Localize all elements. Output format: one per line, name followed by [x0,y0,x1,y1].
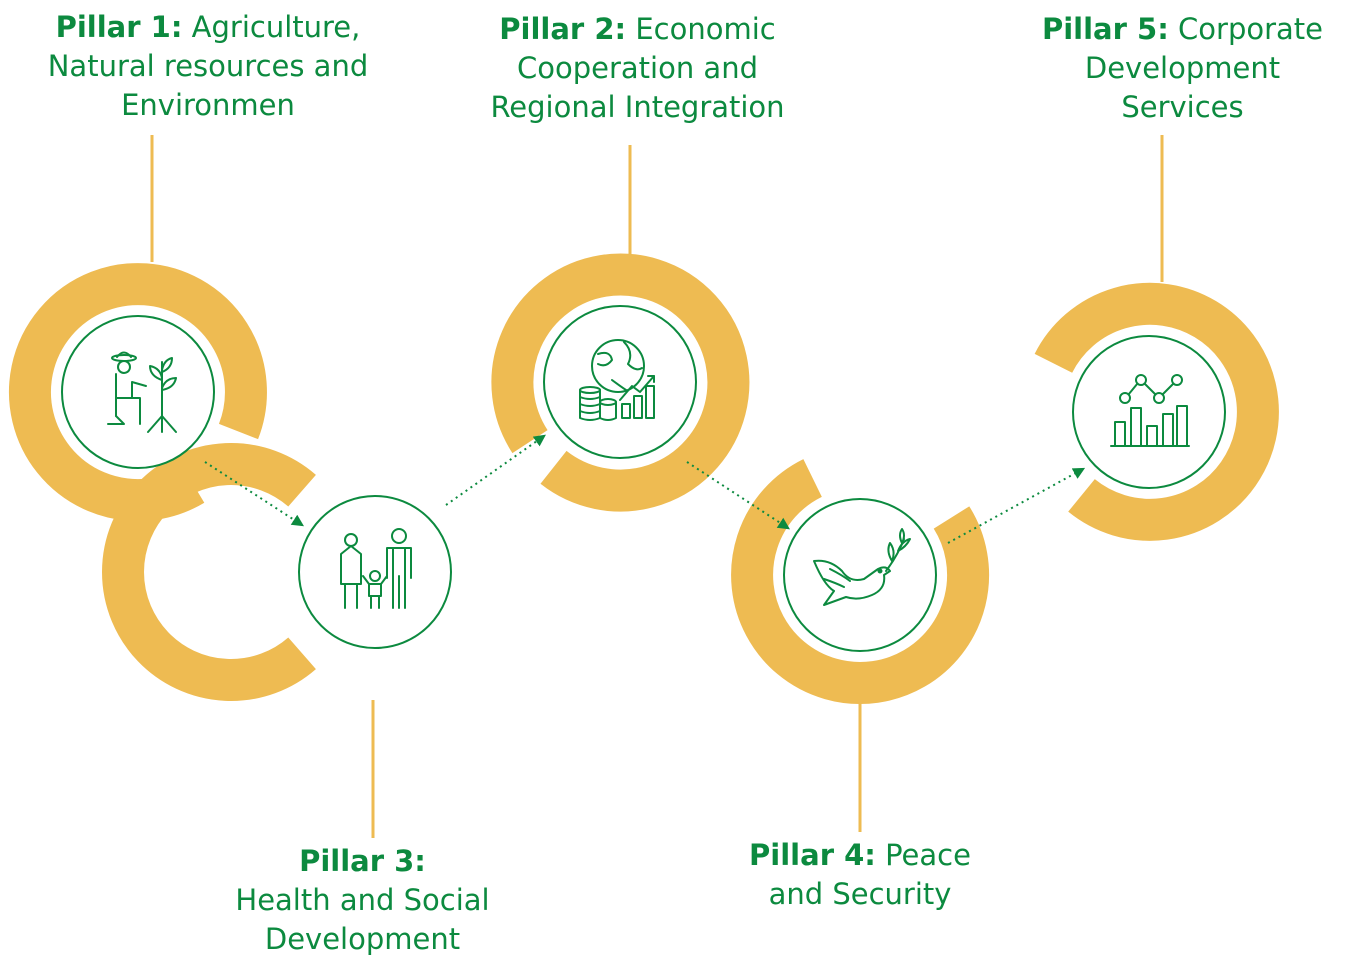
pillar-1-title: Pillar 1: [55,10,183,44]
inner-circle-p4 [783,498,937,652]
pillar-1-label: Pillar 1: Agriculture, Natural resources… [23,8,393,125]
pillar-3-label: Pillar 3: Health and Social Development [205,842,520,959]
connector-lines [150,135,1164,838]
family-icon [340,528,412,609]
pillar-1-text: Agriculture, Natural resources and Envir… [47,10,369,122]
ring-p3 [102,443,316,701]
ring-p5 [1034,282,1279,541]
ring-p2 [491,253,750,512]
pillar-2-title: Pillar 2: [499,12,627,46]
pillar-2-label: Pillar 2: Economic Cooperation and Regio… [455,10,820,127]
arrow-p1-p3 [204,461,305,527]
bar-line-chart-icon [1110,374,1190,447]
inner-circle-p1 [61,315,215,469]
farmer-planting-icon [107,351,177,433]
globe-coins-growth-icon [579,339,655,421]
flow-arrows [204,434,1086,544]
pillar-3-title: Pillar 3: [299,844,426,878]
ring-p1 [8,263,267,522]
arrow-p4-p5 [947,467,1086,544]
pillar-2-text: Economic Cooperation and Regional Integr… [490,12,785,124]
pillar-5-label: Pillar 5: Corporate Development Services [1020,10,1345,127]
dove-olive-branch-icon [813,528,911,606]
pillar-5-text: Corporate Development Services [1084,12,1324,124]
inner-circle-p5 [1072,335,1226,489]
ring-p4 [731,459,990,704]
pillar-5-title: Pillar 5: [1041,12,1169,46]
arrow-p3-p2 [445,434,546,506]
arrow-p2-p4 [686,461,791,530]
inner-circles [61,305,1226,652]
pillar-4-text: Peace and Security [768,838,971,911]
pillar-4-label: Pillar 4: Peace and Security [730,836,990,914]
inner-circle-p2 [543,305,697,459]
ring-group [8,253,1279,704]
pillar-4-title: Pillar 4: [749,838,876,872]
pillar-3-text: Health and Social Development [235,883,490,956]
